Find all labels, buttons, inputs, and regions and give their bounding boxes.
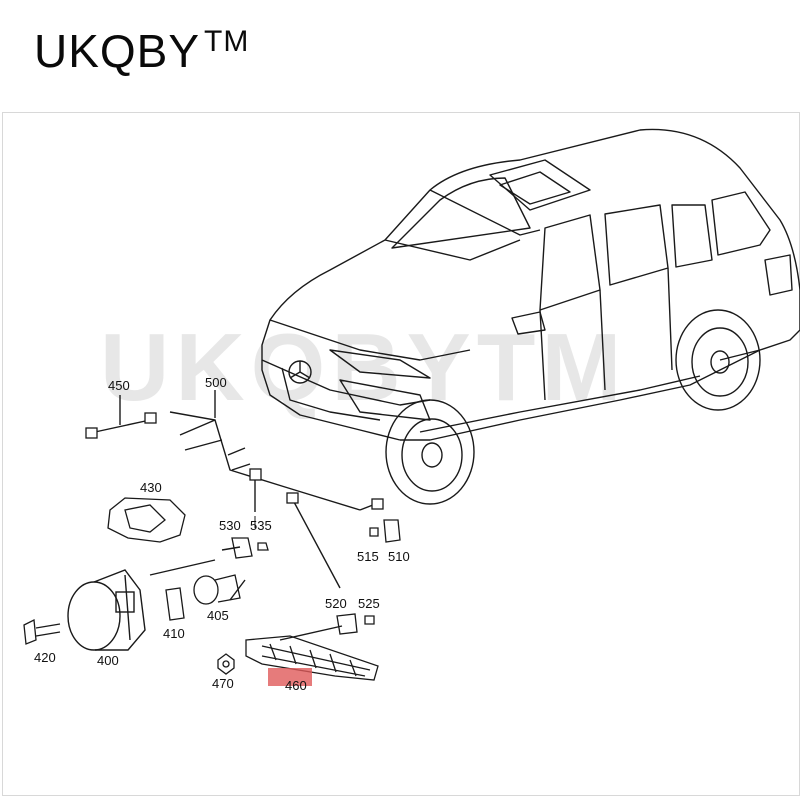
label-410: 410 bbox=[163, 626, 185, 641]
part-405-bulb bbox=[193, 574, 241, 605]
label-520: 520 bbox=[325, 596, 347, 611]
label-515: 515 bbox=[357, 549, 379, 564]
wiring-harness bbox=[94, 390, 379, 641]
part-420-screw bbox=[23, 618, 61, 645]
vehicle-drawing bbox=[261, 128, 800, 505]
part-410-gasket bbox=[165, 587, 185, 621]
label-430: 430 bbox=[140, 480, 162, 495]
label-460: 460 bbox=[285, 678, 307, 693]
highlight-marker bbox=[268, 668, 312, 686]
label-420: 420 bbox=[34, 650, 56, 665]
label-500: 500 bbox=[205, 375, 227, 390]
label-530: 530 bbox=[219, 518, 241, 533]
label-535: 535 bbox=[250, 518, 272, 533]
part-460-grille bbox=[245, 635, 379, 681]
brand-trademark: TM bbox=[204, 25, 250, 58]
label-525: 525 bbox=[358, 596, 380, 611]
label-510: 510 bbox=[388, 549, 410, 564]
connector-plugs bbox=[85, 412, 384, 510]
diagram-panel bbox=[2, 112, 800, 796]
part-470-nut bbox=[217, 653, 235, 675]
watermark-text: UKQBYTM bbox=[100, 314, 627, 421]
label-470: 470 bbox=[212, 676, 234, 691]
brand-name: UKQBY bbox=[34, 25, 201, 77]
label-400: 400 bbox=[97, 653, 119, 668]
small-components bbox=[231, 519, 401, 635]
part-430-bracket bbox=[107, 497, 186, 543]
label-450: 450 bbox=[108, 378, 130, 393]
part-400-fog-lamp bbox=[67, 569, 146, 651]
label-405: 405 bbox=[207, 608, 229, 623]
